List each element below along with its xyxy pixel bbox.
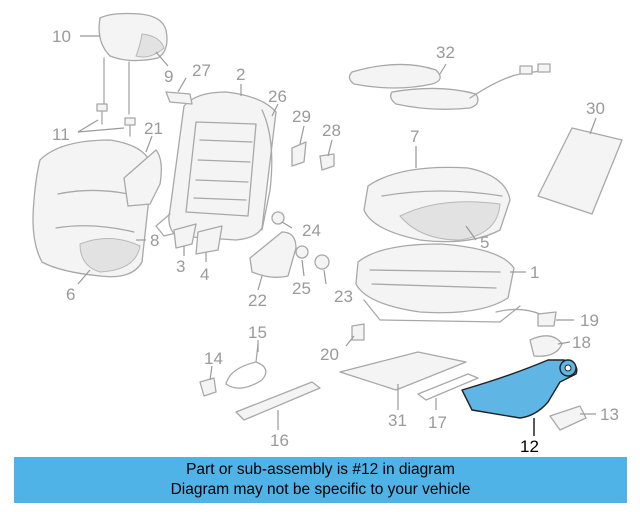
callout-12: 12 <box>520 437 539 452</box>
part-bolts <box>96 103 136 137</box>
callout-15: 15 <box>248 323 267 342</box>
callout-28: 28 <box>322 121 341 140</box>
highlighted-part-12 <box>461 359 578 419</box>
parts-diagram: 10 9 11 21 8 6 27 2 26 29 28 24 3 4 22 2… <box>32 12 623 452</box>
callout-27: 27 <box>192 61 211 80</box>
part-seat-back-frame <box>155 91 277 241</box>
callout-29: 29 <box>292 107 311 126</box>
callout-25: 25 <box>292 279 311 298</box>
part-25 <box>295 245 309 259</box>
part-29 <box>291 141 307 167</box>
callout-26: 26 <box>268 87 287 106</box>
callout-24: 24 <box>302 221 321 240</box>
part-31 <box>339 351 467 391</box>
callout-13: 13 <box>600 405 619 424</box>
part-19 <box>537 311 557 327</box>
callout-20: 20 <box>320 345 339 364</box>
part-16 <box>235 381 321 421</box>
callout-32: 32 <box>436 43 455 62</box>
part-headrest <box>98 12 168 115</box>
banner-line-disclaimer: Diagram may not be specific to your vehi… <box>170 481 471 498</box>
callout-19: 19 <box>580 311 599 330</box>
part-28 <box>319 153 335 171</box>
part-23 <box>314 254 330 270</box>
callout-16: 16 <box>270 431 289 450</box>
callout-23: 23 <box>334 287 353 306</box>
callout-6: 6 <box>66 285 75 304</box>
part-13 <box>549 405 587 431</box>
callout-5: 5 <box>480 233 489 252</box>
part-14 <box>199 377 217 397</box>
part-seat-panel <box>537 127 623 215</box>
info-banner: Part or sub-assembly is #12 in diagram D… <box>14 457 627 503</box>
part-bracket-3 <box>173 223 197 249</box>
part-seat-cushion <box>363 166 511 243</box>
callout-31: 31 <box>388 411 407 430</box>
callout-22: 22 <box>248 291 267 310</box>
callout-8: 8 <box>150 231 159 250</box>
part-seat-frame <box>355 243 541 323</box>
callout-2: 2 <box>236 65 245 84</box>
part-recliner-cover <box>249 231 297 278</box>
callout-4: 4 <box>200 265 209 284</box>
callout-7: 7 <box>410 127 419 146</box>
part-15 <box>225 343 267 389</box>
callout-11: 11 <box>52 125 70 144</box>
banner-line-part-number: Part or sub-assembly is #12 in diagram <box>186 461 455 478</box>
callout-10: 10 <box>52 27 71 46</box>
part-20 <box>351 323 365 341</box>
callout-lines <box>77 35 597 436</box>
part-frame-side <box>261 109 273 231</box>
part-seat-back-cover <box>32 139 153 278</box>
callout-labels: 10 9 11 21 8 6 27 2 26 29 28 24 3 4 22 2… <box>52 27 619 452</box>
part-side-bracket <box>123 149 162 207</box>
part-18 <box>529 335 563 357</box>
part-bracket-4 <box>195 225 223 255</box>
part-heater-pad <box>348 63 551 110</box>
callout-14: 14 <box>204 349 223 368</box>
callout-1: 1 <box>530 263 539 282</box>
part-24 <box>271 211 285 225</box>
callout-3: 3 <box>176 257 185 276</box>
callout-18: 18 <box>572 333 591 352</box>
callout-30: 30 <box>586 99 605 118</box>
callout-21: 21 <box>144 119 163 138</box>
callout-9: 9 <box>164 67 173 86</box>
part-27 <box>165 91 193 105</box>
callout-17: 17 <box>428 413 447 432</box>
part-17 <box>417 373 479 401</box>
